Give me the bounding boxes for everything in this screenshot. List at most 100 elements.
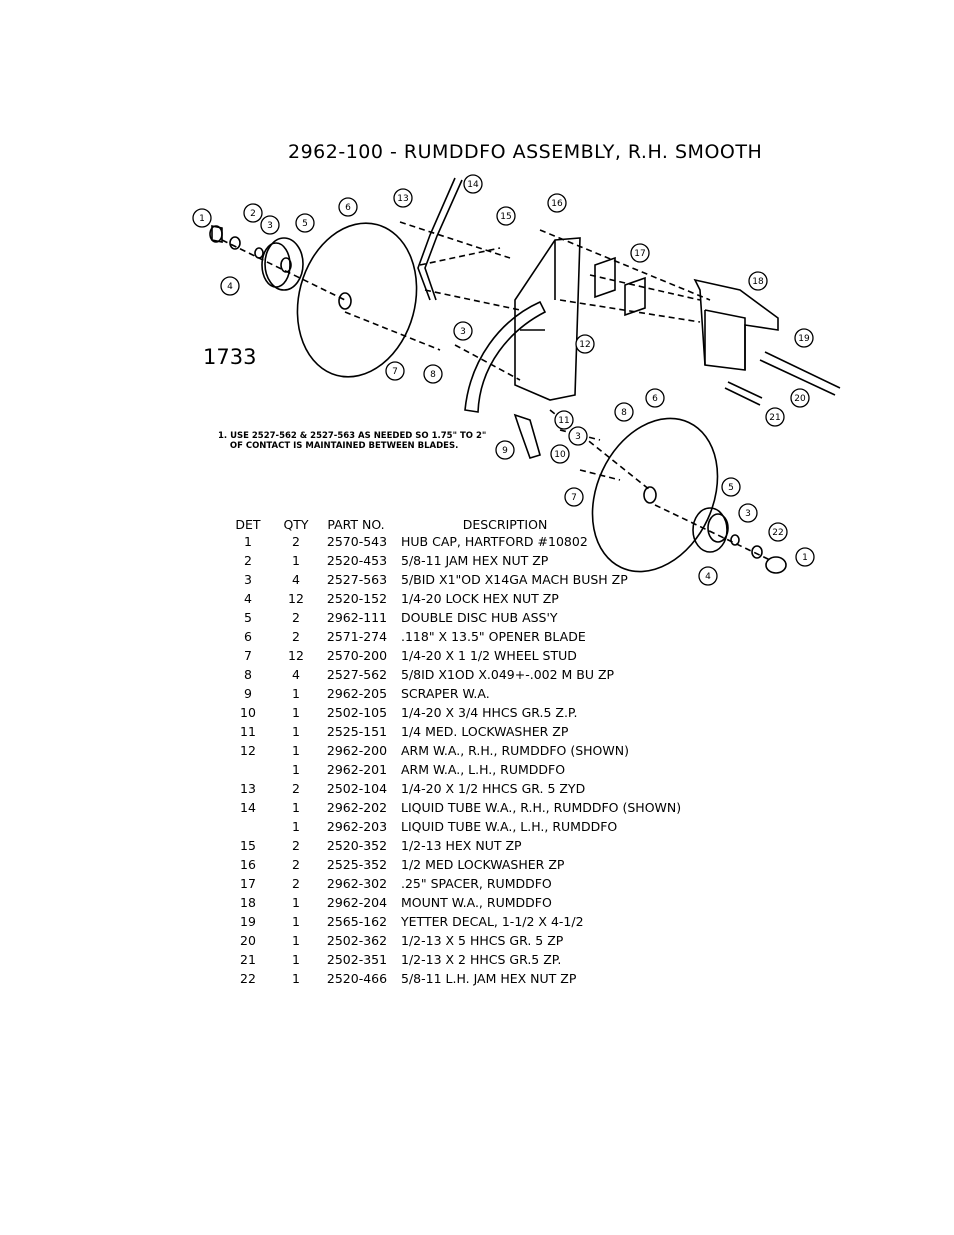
curved-arm: [464, 300, 547, 413]
cell-det: 11: [240, 724, 256, 739]
callout-19: 19: [794, 328, 814, 348]
short-bolt: [724, 381, 763, 406]
svg-text:21: 21: [769, 413, 780, 423]
svg-text:5: 5: [728, 483, 734, 493]
cell-part-no: 2502-105: [326, 705, 388, 720]
svg-text:19: 19: [798, 334, 810, 344]
svg-text:6: 6: [652, 394, 658, 404]
cell-part-no: 2520-352: [326, 838, 388, 853]
svg-text:15: 15: [500, 212, 511, 222]
callout-4b: 4: [698, 566, 718, 586]
callout-15: 15: [496, 206, 516, 226]
cell-part-no: 2520-152: [326, 591, 388, 606]
svg-text:2: 2: [250, 209, 256, 219]
cell-description: MOUNT W.A., RUMDDFO: [401, 895, 552, 910]
right-hub-cap: [765, 556, 787, 574]
cell-part-no: 2962-201: [326, 762, 388, 777]
cell-det: 2: [244, 553, 252, 568]
cell-qty: 4: [292, 572, 300, 587]
right-hub: [692, 507, 728, 553]
svg-text:10: 10: [554, 450, 566, 460]
cell-qty: 12: [288, 648, 304, 663]
cell-qty: 1: [292, 762, 300, 777]
cell-det: 19: [240, 914, 256, 929]
assembly-note: 1. USE 2527-562 & 2527-563 AS NEEDED SO …: [218, 431, 487, 451]
callout-18: 18: [748, 271, 768, 291]
cell-det: 14: [240, 800, 256, 815]
cell-description: LIQUID TUBE W.A., L.H., RUMDDFO: [401, 819, 618, 834]
cell-det: 17: [240, 876, 256, 891]
cell-det: 1: [244, 534, 252, 549]
svg-text:4: 4: [705, 572, 711, 582]
header-part-no: PART NO.: [327, 517, 385, 532]
cell-description: HUB CAP, HARTFORD #10802: [401, 534, 588, 549]
cell-part-no: 2527-563: [326, 572, 388, 587]
cell-part-no: 2565-162: [326, 914, 388, 929]
cell-qty: 4: [292, 667, 300, 682]
cell-det: 10: [240, 705, 256, 720]
mount: [693, 278, 779, 371]
svg-text:12: 12: [579, 340, 590, 350]
callout-21: 21: [765, 407, 785, 427]
svg-text:22: 22: [772, 528, 783, 538]
cell-det: 20: [240, 933, 256, 948]
cell-part-no: 2962-111: [326, 610, 388, 625]
cell-part-no: 2962-200: [326, 743, 388, 758]
cell-part-no: 2525-151: [326, 724, 388, 739]
callout-16: 16: [547, 193, 567, 213]
right-opener-blade: [591, 417, 719, 573]
long-bolt: [759, 351, 841, 396]
callout-22: 22: [768, 522, 788, 542]
cell-det: 5: [244, 610, 252, 625]
cell-description: ARM W.A., L.H., RUMDDFO: [401, 762, 566, 777]
cell-description: ARM W.A., R.H., RUMDDFO (SHOWN): [401, 743, 629, 758]
cell-det: 16: [240, 857, 256, 872]
cell-qty: 1: [292, 553, 300, 568]
cell-description: 1/2-13 HEX NUT ZP: [401, 838, 522, 853]
cell-part-no: 2525-352: [326, 857, 388, 872]
cell-part-no: 2571-274: [326, 629, 388, 644]
svg-text:7: 7: [571, 493, 577, 503]
cell-part-no: 2520-453: [326, 553, 388, 568]
callout-20: 20: [790, 388, 810, 408]
svg-text:3: 3: [460, 327, 466, 337]
cell-det: 22: [240, 971, 256, 986]
callout-2: 2: [243, 203, 263, 223]
cell-description: 5/BID X1"OD X14GA MACH BUSH ZP: [401, 572, 628, 587]
callout-11: 11: [554, 410, 574, 430]
callout-12: 12: [575, 334, 595, 354]
cell-description: 1/4-20 LOCK HEX NUT ZP: [401, 591, 559, 606]
callout-5b: 5: [721, 477, 741, 497]
cell-qty: 2: [292, 876, 300, 891]
cell-qty: 2: [292, 838, 300, 853]
svg-text:9: 9: [502, 446, 508, 456]
callout-7b: 7: [564, 487, 584, 507]
svg-text:3: 3: [745, 509, 751, 519]
page-number: 1733: [203, 345, 257, 369]
cell-description: 5/8ID X1OD X.049+-.002 M BU ZP: [401, 667, 615, 682]
header-description: DESCRIPTION: [462, 517, 548, 532]
cell-det: 12: [240, 743, 256, 758]
cell-qty: 1: [292, 724, 300, 739]
cell-part-no: 2502-104: [326, 781, 388, 796]
left-opener-blade: [296, 222, 418, 378]
cell-qty: 1: [292, 743, 300, 758]
drawing-title: 2962-100 - RUMDDFO ASSEMBLY, R.H. SMOOTH: [288, 141, 763, 163]
cell-description: 5/8-11 L.H. JAM HEX NUT ZP: [401, 971, 577, 986]
cell-qty: 1: [292, 705, 300, 720]
cell-qty: 1: [292, 952, 300, 967]
cell-part-no: 2962-204: [326, 895, 388, 910]
cell-qty: 1: [292, 686, 300, 701]
spacer-upper: [594, 256, 616, 299]
cell-part-no: 2962-203: [326, 819, 388, 834]
cell-description: 1/4-20 X 1 1/2 WHEEL STUD: [401, 648, 577, 663]
callout-6: 6: [338, 197, 358, 217]
svg-text:6: 6: [345, 203, 351, 213]
svg-text:1: 1: [802, 553, 808, 563]
svg-text:8: 8: [430, 370, 436, 380]
scraper: [513, 413, 541, 459]
callout-5: 5: [295, 213, 315, 233]
cell-description: 1/2 MED LOCKWASHER ZP: [401, 857, 565, 872]
svg-text:11: 11: [558, 416, 569, 426]
